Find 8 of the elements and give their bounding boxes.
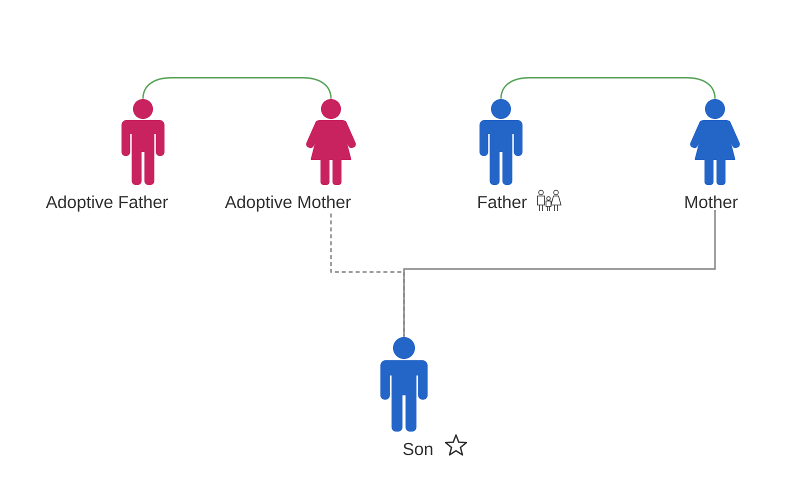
name-label: Father bbox=[478, 195, 527, 208]
name-label: Adoptive Mother bbox=[224, 195, 351, 212]
name-label: Son bbox=[403, 442, 432, 456]
name-label: Adoptive Father bbox=[46, 195, 168, 212]
name-label: Mother bbox=[685, 195, 738, 208]
connector-line bbox=[142, 77, 332, 99]
connector-line bbox=[500, 77, 716, 99]
connector-line bbox=[403, 210, 716, 337]
